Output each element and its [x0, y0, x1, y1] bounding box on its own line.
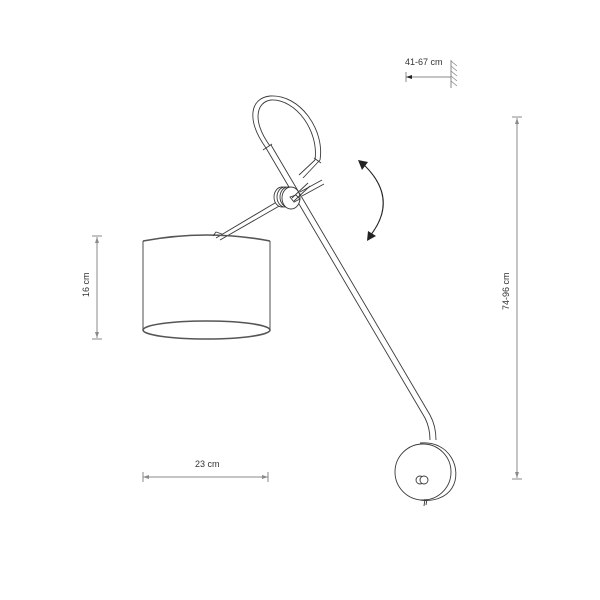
shade-diameter-dimension: 23 cm — [142, 459, 269, 482]
arrow-left-icon — [406, 75, 412, 79]
drum-shade — [142, 231, 271, 340]
total-height-dimension: 74-96 cm — [501, 116, 522, 480]
total-height-label: 74-96 cm — [501, 272, 511, 310]
arrow-down-icon — [515, 472, 519, 478]
wall-projection-dimension: 41-67 cm — [405, 57, 458, 88]
arrow-left-icon — [143, 475, 149, 479]
shade-height-label: 16 cm — [81, 272, 91, 297]
shade-height-dimension: 16 cm — [81, 235, 102, 340]
pivot-knuckle — [273, 182, 311, 210]
arrow-right-icon — [262, 475, 268, 479]
rotation-arrow-icon — [358, 160, 384, 241]
knob-switch-icon — [415, 475, 429, 485]
shade-rod — [215, 179, 325, 241]
arrow-up-icon — [95, 237, 99, 243]
arrow-up-icon — [515, 118, 519, 124]
wall-projection-label: 41-67 cm — [405, 57, 443, 67]
lamp — [142, 95, 457, 507]
angled-arm — [265, 144, 437, 441]
arrow-down-icon — [95, 332, 99, 338]
wall-hatch-icon — [450, 60, 458, 88]
round-wall-plate — [394, 442, 457, 507]
curved-cable-loop — [252, 95, 322, 179]
shade-diameter-label: 23 cm — [195, 459, 220, 469]
